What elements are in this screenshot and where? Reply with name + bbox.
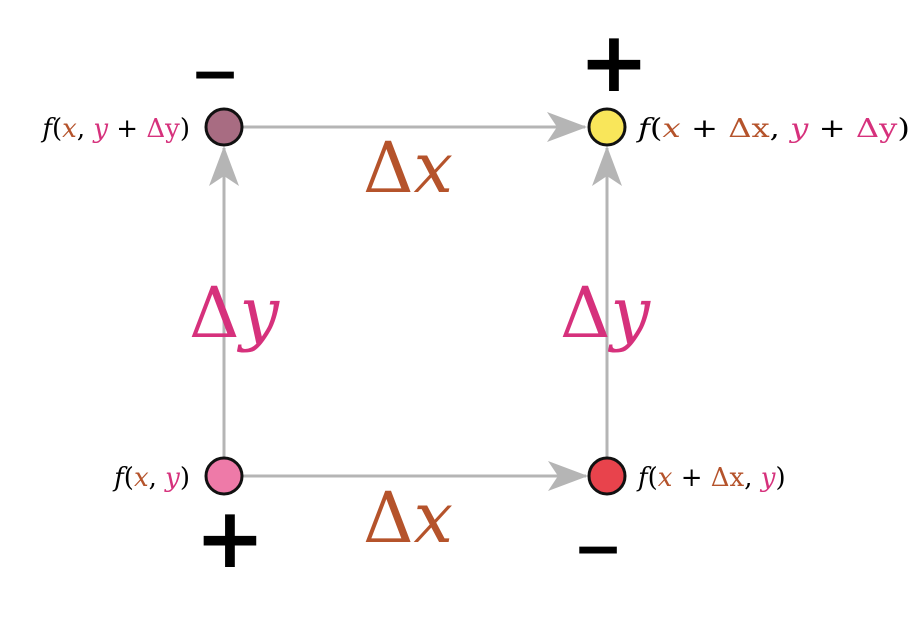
label-top-right: f(x + Δx, y + Δy) bbox=[636, 114, 910, 144]
edge-label-bottom: Δx bbox=[363, 477, 453, 559]
edge-label-left: Δy bbox=[189, 272, 281, 354]
sign-top-left: − bbox=[190, 39, 240, 109]
label-top-left: f(x, y + Δy) bbox=[40, 114, 190, 144]
edge-label-right: Δy bbox=[560, 272, 652, 354]
sign-bottom-left: + bbox=[195, 489, 265, 587]
sign-top-right: + bbox=[579, 13, 649, 111]
node-bottom-left bbox=[204, 456, 244, 496]
label-bottom-left: f(x, y) bbox=[112, 463, 190, 493]
edge-label-top: Δx bbox=[363, 127, 453, 209]
node-top-left bbox=[204, 107, 244, 147]
sign-bottom-right: − bbox=[573, 514, 623, 584]
node-bottom-right bbox=[587, 456, 627, 496]
node-top-right bbox=[587, 107, 627, 147]
label-bottom-right: f(x + Δx, y) bbox=[636, 463, 786, 493]
